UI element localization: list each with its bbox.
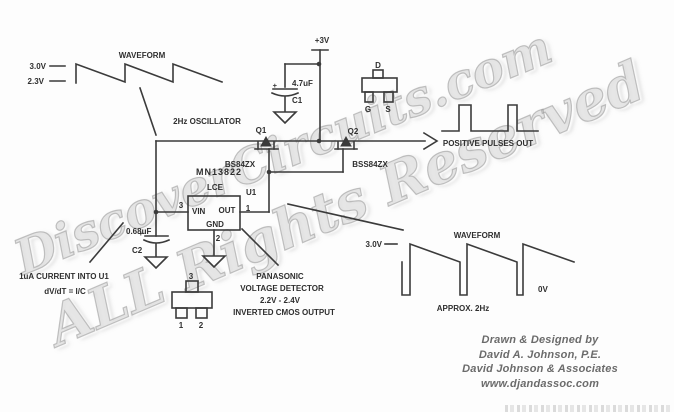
ground-symbol [143,256,169,270]
q1-part: BS84ZX [225,160,256,169]
pkg-body [361,77,398,93]
current-note-text: 1uA CURRENT INTO U1 [19,272,109,281]
junction-dot [153,209,159,215]
bottom-waveform-low-label: 0V [538,285,548,294]
ground-symbol [201,255,227,269]
pointer-line [287,203,404,231]
transistor-q1: Q1 BS84ZX [225,126,279,173]
c1-value: 4.7uF [292,79,313,88]
pointer-line [240,227,280,267]
supply-label: +3V [315,36,330,45]
u1-pin1-number: 1 [246,204,251,213]
clipped-text-fragment [505,405,673,412]
capacitor-c1: + 4.7uF C1 [270,63,320,125]
sawtooth-trace [75,62,224,84]
bottom-waveform-annotation: WAVEFORM 3.0V 0V APPROX. 2Hz [287,203,576,313]
credits-block: Drawn & Designed by David A. Johnson, P.… [430,333,650,391]
pkg-tab-g [364,91,374,103]
sot23-package-bottom: 3 1 2 [171,272,213,330]
pkg-tab-1 [175,307,188,319]
c1-plate-bottom [270,91,300,97]
c2-ref: C2 [132,246,143,255]
output-label: POSITIVE PULSES OUT [443,139,533,148]
u1-pin2-number: 2 [216,234,221,243]
u1-ref: U1 [246,188,257,197]
pkg-gate-label: G [365,105,371,114]
credits-line-4: www.djandassoc.com [480,377,600,390]
junction-dot [316,138,322,144]
q1-arrow-icon [260,135,272,147]
u1-pin3-number: 3 [179,201,184,210]
c2-value: 0.68uF [126,227,151,236]
pkg-top-tab [185,280,199,293]
pkg-pin3-label: 3 [189,272,194,281]
ramp-trace [401,242,576,296]
pointer-line [138,86,158,137]
credits-line-1: Drawn & Designed by [481,334,599,346]
c2-plate-bottom [142,238,171,244]
detector-note-line2: VOLTAGE DETECTOR [240,284,324,293]
top-waveform-annotation: WAVEFORM 3.0V 2.3V [28,51,224,137]
pkg-tab-2 [195,307,208,319]
c2-polarity: + [139,229,144,238]
junction-dot [316,61,322,67]
q2-arrow-icon [340,135,352,147]
credits-line-3: David Johnson & Associates [462,363,618,375]
bottom-waveform-freq-label: APPROX. 2Hz [437,304,489,313]
c1-ref: C1 [292,96,303,105]
bottom-waveform-high-label: 3.0V [366,240,383,249]
pkg-drain-label: D [375,61,381,70]
u1-part: MN13822 [196,167,242,177]
pointer-line [88,221,125,264]
pkg-top-tab [372,69,384,79]
junction-dots [153,61,322,215]
arrow-right-icon [422,131,439,151]
ic-u1: VIN OUT GND MN13822 LCE U1 3 1 2 [155,167,257,269]
detector-note: PANASONIC VOLTAGE DETECTOR 2.2V - 2.4V I… [233,227,335,317]
top-waveform-title: WAVEFORM [119,51,166,60]
detector-note-line4: INVERTED CMOS OUTPUT [233,308,335,317]
output-pulses: POSITIVE PULSES OUT [441,104,539,148]
top-waveform-high-label: 3.0V [30,62,47,71]
ground-symbol [272,111,298,125]
q1-ref: Q1 [256,126,267,135]
transistor-q2: Q2 BSS84ZX [334,127,388,173]
detector-note-line1: PANASONIC [256,272,304,281]
credits-line-2: David A. Johnson, P.E. [478,348,602,361]
pkg-pin1-label: 1 [179,321,184,330]
detector-note-line3: 2.2V - 2.4V [260,296,301,305]
main-rail [155,131,439,151]
top-waveform-low-label: 2.3V [28,77,45,86]
power-supply: +3V [311,36,330,142]
sot23-package-top: D G S [361,61,398,114]
pkg-source-label: S [385,105,391,114]
junction-dot [266,169,272,175]
formula-note-text: dV/dT = I/C [44,287,86,296]
c1-polarity: + [273,81,278,90]
pkg-tab-s [383,91,394,103]
u1-pin-gnd-label: GND [206,220,224,229]
gate-net [239,171,344,213]
capacitor-c2: + 0.68uF C2 [88,140,171,270]
bottom-waveform-title: WAVEFORM [454,231,501,240]
u1-pin-vin-label: VIN [192,207,206,216]
pkg-body [171,291,213,309]
current-note: 1uA CURRENT INTO U1 dV/dT = I/C [19,272,109,296]
pkg-pin2-label: 2 [199,321,204,330]
pulse-trace [441,104,539,132]
oscillator-label: 2Hz OSCILLATOR [173,117,241,126]
q2-part: BSS84ZX [352,160,388,169]
u1-pin-out-label: OUT [219,206,236,215]
u1-grade: LCE [207,183,224,192]
q2-ref: Q2 [348,127,359,136]
